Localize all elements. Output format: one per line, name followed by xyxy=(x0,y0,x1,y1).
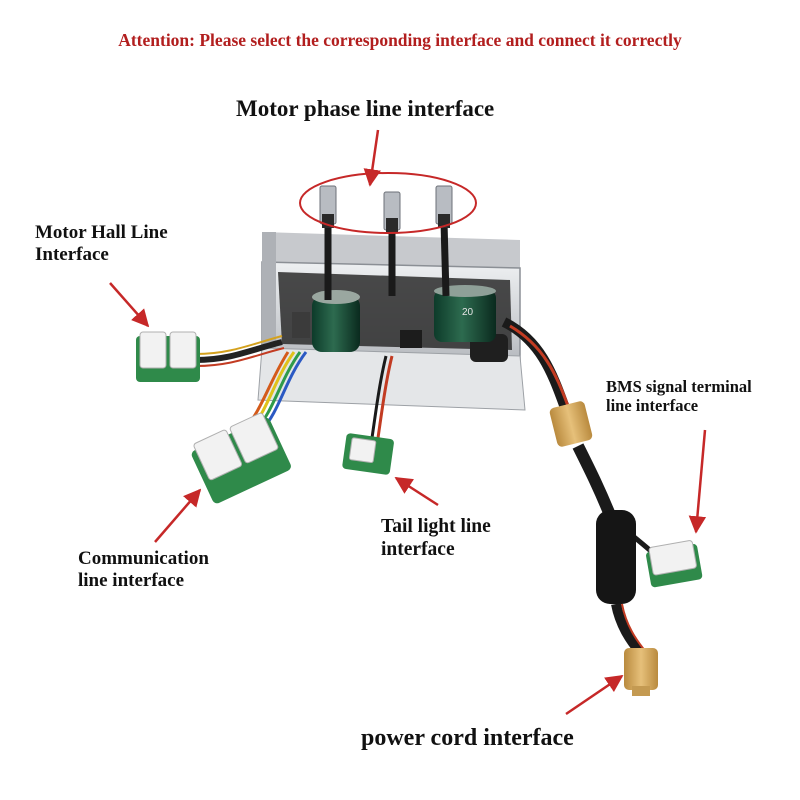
motor-phase-terminals xyxy=(319,185,453,300)
label-line: Interface xyxy=(35,244,109,266)
battery-cable xyxy=(501,317,670,696)
arrow-motor-hall xyxy=(109,282,150,328)
attention-banner: Attention: Please select the correspondi… xyxy=(0,30,800,51)
arrow-tail-light xyxy=(394,476,439,507)
arrow-bms-signal xyxy=(688,429,707,534)
xt-connector-upper xyxy=(549,401,593,447)
arrow-motor-phase xyxy=(363,129,381,187)
label-tail-light: Tail light line interface xyxy=(381,515,491,561)
label-line: Motor phase line interface xyxy=(236,96,495,121)
label-power-cord: power cord interface xyxy=(361,724,574,752)
xt-connector-lower xyxy=(624,648,658,696)
phase-highlight-ellipse xyxy=(299,172,477,234)
attention-text: Attention: Please select the correspondi… xyxy=(118,30,682,50)
label-line: power cord interface xyxy=(361,725,574,751)
capacitor-marking: 20 xyxy=(462,307,474,318)
tail-light-connector xyxy=(342,355,394,475)
phase-terminal-2 xyxy=(383,191,401,296)
label-line: Motor Hall Line xyxy=(35,222,168,243)
communication-connector xyxy=(191,351,308,504)
capacitor-right: 20 xyxy=(434,285,496,342)
label-line: line interface xyxy=(606,396,699,416)
label-bms-signal: BMS signal terminal line interface xyxy=(606,377,752,416)
motor-hall-connector xyxy=(136,331,285,382)
label-line: line interface xyxy=(78,570,185,592)
label-motor-hall: Motor Hall Line Interface xyxy=(35,222,168,267)
label-line: interface xyxy=(381,539,455,560)
label-communication: Communication line interface xyxy=(78,548,209,593)
label-motor-phase: Motor phase line interface xyxy=(236,95,494,122)
label-line: BMS signal terminal xyxy=(606,377,752,396)
arrow-communication xyxy=(154,488,202,543)
label-line: Communication xyxy=(78,548,209,569)
arrow-power-cord xyxy=(565,674,624,716)
capacitor-left xyxy=(312,290,360,352)
bms-signal-connector xyxy=(646,540,703,588)
label-line: Tail light line xyxy=(381,516,491,537)
